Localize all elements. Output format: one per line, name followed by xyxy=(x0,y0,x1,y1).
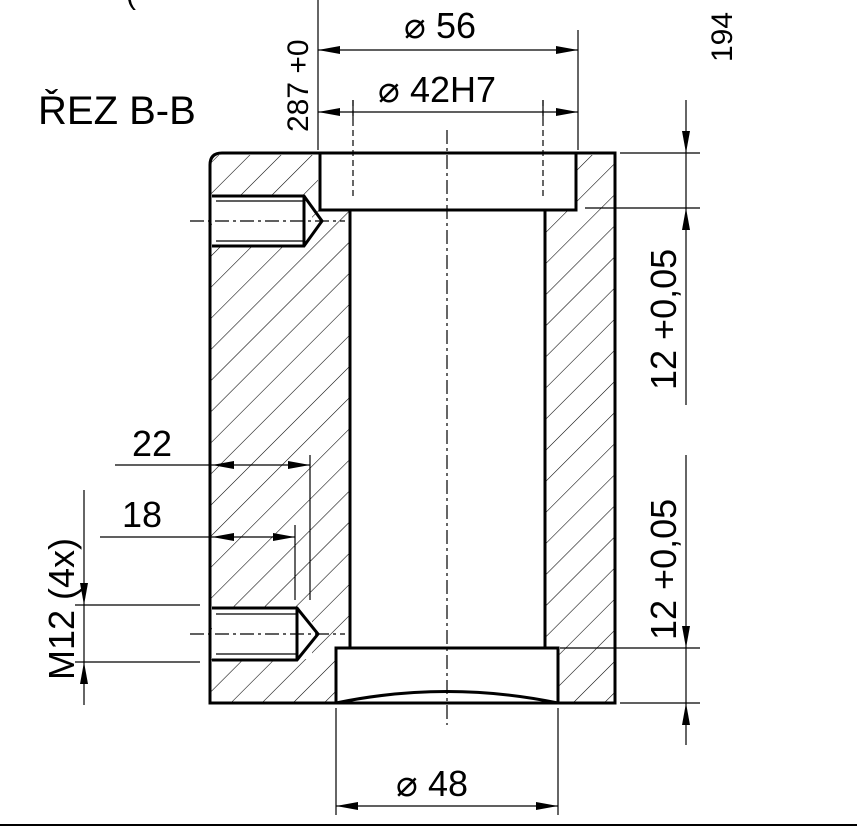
arrowheads xyxy=(80,46,690,810)
hidden-lines xyxy=(352,100,544,198)
thread-lines xyxy=(216,200,304,655)
section-title: ŘEZ B-B xyxy=(38,88,196,133)
dim-22-label: 22 xyxy=(132,423,172,464)
dim-outer-diameter: ⌀ 56 xyxy=(404,5,476,46)
dim-tol-upper-label: 12 +0,05 xyxy=(643,249,684,390)
right-wall-hatch xyxy=(545,155,615,703)
clipped-194-label: 194 xyxy=(706,12,739,62)
dim-tol-lower-label: 12 +0,05 xyxy=(643,499,684,640)
diameter-symbol: ⌀ xyxy=(378,69,400,110)
center-lines xyxy=(190,130,448,725)
dim-48-label: 48 xyxy=(428,763,468,804)
part-outline xyxy=(208,151,617,705)
dim-18-label: 18 xyxy=(122,494,162,535)
dim-thread-label: M12 (4x) xyxy=(41,538,82,680)
dim-42h7-label: 42H7 xyxy=(410,69,496,110)
clipped-287-label: 287 +0 xyxy=(282,39,315,132)
diameter-symbol: ⌀ xyxy=(396,763,418,804)
diameter-symbol: ⌀ xyxy=(404,5,426,46)
dim-bottom-diameter: ⌀ 48 xyxy=(396,763,468,804)
dim-bore: ⌀ 42H7 xyxy=(378,69,496,110)
clipped-paren-label: ( xyxy=(126,0,136,11)
dim-56-label: 56 xyxy=(436,5,476,46)
